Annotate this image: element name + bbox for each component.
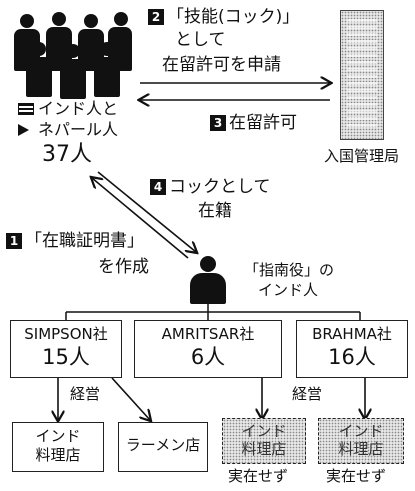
step2-line2: として [175, 30, 226, 50]
step3-number: 3 [210, 115, 226, 131]
company-count: 6人 [190, 345, 226, 370]
company-box-simpson: SIMPSON社 15人 [10, 320, 122, 378]
arrow-simpson-ramen [111, 377, 150, 420]
company-name: BRAHMA社 [312, 325, 392, 343]
shop-label: インド 料理店 [338, 422, 384, 458]
arrow-enroll-down [97, 171, 196, 252]
company-name: AMRITSAR社 [161, 325, 255, 343]
manage-label-left: 経営 [70, 385, 101, 403]
step2-line3: 在留許可を申請 [162, 55, 281, 75]
step2-number: 2 [148, 9, 164, 25]
company-name: SIMPSON社 [24, 325, 108, 343]
not-exist-note-1: 実在せず [228, 467, 289, 485]
shop-indian-restaurant: インド 料理店 [12, 422, 104, 472]
guide-label-line2: インド人 [258, 281, 319, 299]
shop-indian-restaurant-fake-2: インド 料理店 [318, 418, 404, 464]
guide-person-icon [188, 256, 228, 304]
company-box-brahma: BRAHMA社 16人 [296, 320, 408, 378]
shop-ramen: ラーメン店 [118, 422, 208, 472]
shop-label: インド 料理店 [35, 427, 81, 464]
shop-label: インド 料理店 [241, 422, 287, 458]
step1-number: 1 [6, 233, 22, 249]
step4-number: 4 [150, 179, 166, 195]
step1-line2: を作成 [98, 257, 149, 277]
workers-label-line2: ネパール人 [38, 120, 119, 139]
company-count: 15人 [42, 345, 90, 370]
arrow-enroll-up [92, 178, 189, 259]
workers-count: 37人 [42, 142, 92, 167]
guide-label-line1: 「指南役」の [244, 261, 335, 279]
company-box-amritsar: AMRITSAR社 6人 [134, 320, 282, 378]
shop-indian-restaurant-fake-1: インド 料理店 [222, 418, 306, 464]
step4-line2: 在籍 [198, 201, 232, 221]
step1-line1: 1「在職証明書」 [6, 231, 144, 252]
manage-label-right: 経営 [292, 385, 323, 403]
nepal-flag-icon [18, 124, 29, 136]
company-count: 16人 [328, 345, 376, 370]
immigration-building-icon [340, 10, 384, 140]
shop-label: ラーメン店 [125, 436, 201, 454]
immigration-label: 入国管理局 [324, 147, 400, 165]
step2-line1: 2「技能(コック)」 [148, 7, 299, 28]
india-flag-icon [18, 103, 34, 115]
workers-label-line1: インド人と [38, 99, 119, 118]
not-exist-note-2: 実在せず [326, 467, 387, 485]
workers-group-icon [8, 12, 138, 100]
